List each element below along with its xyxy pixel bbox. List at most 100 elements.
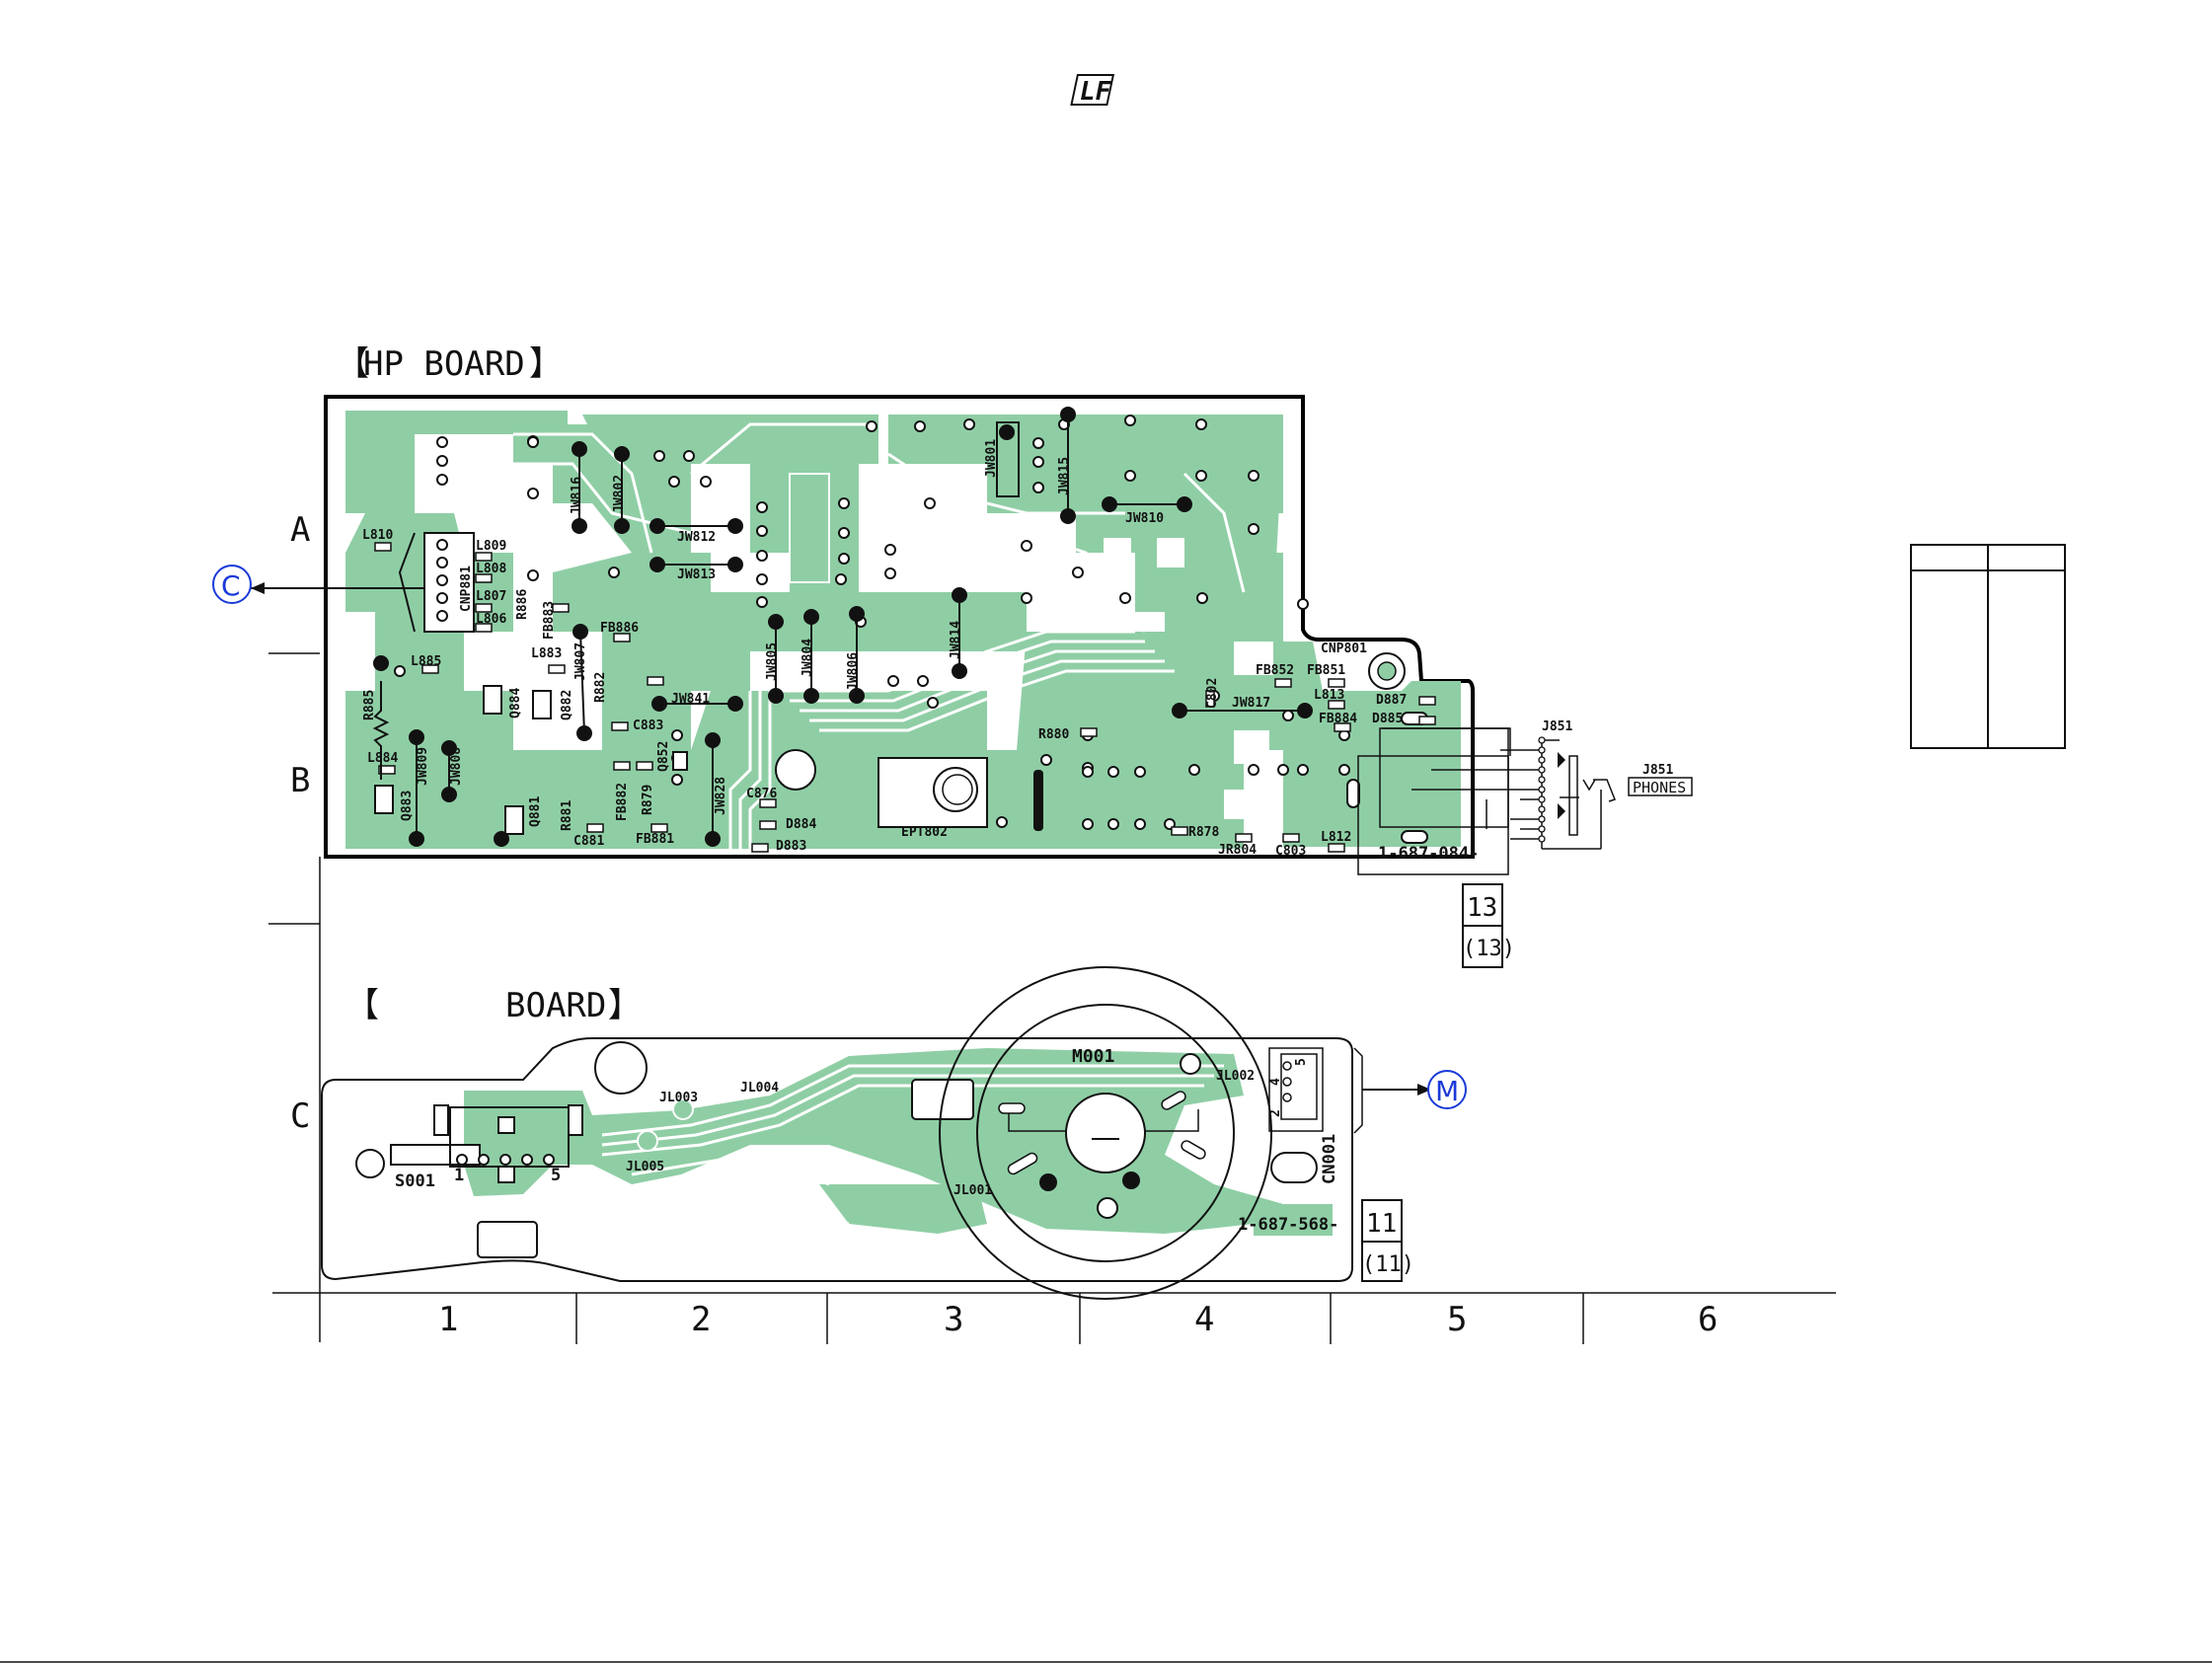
- svg-text:L806: L806: [476, 612, 506, 627]
- svg-text:5: 5: [1447, 1300, 1467, 1339]
- svg-text:C883: C883: [633, 718, 663, 733]
- hp-part-number: 1-687-084-: [1378, 844, 1479, 864]
- svg-text:JL004: JL004: [740, 1081, 779, 1096]
- svg-text:D884: D884: [786, 817, 816, 832]
- svg-text:JW801: JW801: [984, 439, 999, 478]
- motor-board-parts: [355, 966, 1431, 1300]
- svg-text:L810: L810: [362, 528, 393, 543]
- motor-board-traces: [601, 1064, 1224, 1226]
- svg-text:JW806: JW806: [846, 652, 861, 691]
- svg-text:Q852: Q852: [656, 741, 671, 772]
- svg-text:Q884: Q884: [508, 688, 523, 718]
- svg-text:JW804: JW804: [801, 639, 815, 677]
- svg-text:R886: R886: [515, 589, 530, 620]
- svg-text:2: 2: [691, 1300, 711, 1339]
- connector-m: M: [1427, 1070, 1467, 1109]
- svg-text:L808: L808: [476, 562, 506, 576]
- svg-text:JW816: JW816: [570, 477, 584, 515]
- svg-text:JW812: JW812: [677, 530, 716, 545]
- svg-text:FB886: FB886: [600, 621, 639, 636]
- svg-text:】: 】: [608, 986, 642, 1025]
- svg-text:L883: L883: [531, 646, 562, 661]
- svg-text:C: C: [290, 1096, 310, 1136]
- svg-text:【: 【: [336, 344, 369, 384]
- jack-ref: J851: [1642, 763, 1673, 778]
- logo-text: LF: [1080, 77, 1112, 107]
- svg-text:FB883: FB883: [542, 601, 557, 640]
- hp-board-title: 【 HP BOARD 】: [336, 344, 563, 384]
- svg-text:JL003: JL003: [659, 1091, 698, 1105]
- svg-text:L809: L809: [476, 539, 506, 554]
- connector-c-label: C: [221, 569, 241, 602]
- connector-c: C: [212, 565, 424, 604]
- svg-text:JL001: JL001: [953, 1183, 992, 1198]
- motor-board-title-text: BOARD: [505, 986, 606, 1025]
- svg-text:(13): (13): [1463, 937, 1515, 961]
- svg-text:JW807: JW807: [573, 643, 588, 681]
- svg-text:JW817: JW817: [1232, 696, 1270, 711]
- svg-text:JW814: JW814: [949, 621, 963, 659]
- svg-text:L807: L807: [476, 589, 506, 604]
- svg-text:Q882: Q882: [560, 690, 574, 720]
- svg-text:M001: M001: [1072, 1046, 1114, 1067]
- svg-text:R878: R878: [1188, 825, 1219, 840]
- svg-text:FB881: FB881: [636, 832, 674, 847]
- svg-text:【: 【: [345, 986, 379, 1025]
- svg-text:11: 11: [1366, 1209, 1397, 1239]
- motor-board-title: 【 BOARD 】: [345, 986, 642, 1025]
- svg-text:L885: L885: [411, 654, 441, 669]
- hp-board-title-text: HP BOARD: [363, 344, 525, 384]
- side-table: [1910, 544, 2066, 749]
- svg-text:A: A: [290, 510, 310, 550]
- svg-text:JL005: JL005: [626, 1160, 664, 1174]
- svg-text:FB851: FB851: [1307, 663, 1345, 678]
- svg-text:JW808: JW808: [449, 747, 464, 786]
- svg-text:1: 1: [454, 1166, 464, 1185]
- svg-text:C881: C881: [573, 834, 604, 849]
- svg-text:D887: D887: [1376, 693, 1407, 708]
- svg-text:JL002: JL002: [1216, 1069, 1255, 1084]
- jack-label: PHONES: [1633, 779, 1686, 796]
- svg-text:1: 1: [438, 1300, 458, 1339]
- logo: LF: [1070, 74, 1115, 107]
- svg-text:5: 5: [1294, 1058, 1309, 1066]
- svg-text:Q883: Q883: [400, 791, 415, 821]
- svg-text:JW802: JW802: [612, 475, 627, 513]
- svg-text:FB884: FB884: [1319, 712, 1357, 726]
- phones-jack: J851 J851 PHONES: [1357, 719, 1693, 875]
- svg-text:C802: C802: [1205, 678, 1220, 709]
- svg-text:13: 13: [1467, 893, 1497, 923]
- svg-text:(11): (11): [1362, 1252, 1414, 1277]
- svg-text:JW828: JW828: [714, 777, 728, 815]
- svg-text:D885: D885: [1372, 712, 1403, 726]
- svg-text:6: 6: [1698, 1300, 1717, 1339]
- svg-text:L812: L812: [1321, 830, 1351, 845]
- motor-board-copper: [464, 1048, 1333, 1236]
- svg-text:C876: C876: [746, 787, 777, 801]
- grid-row-labels: A B C: [290, 510, 310, 1136]
- motor-board-labels: M001 JL002 JL003 JL004 JL005 JL001 S001 …: [395, 1046, 1339, 1235]
- svg-text:JW841: JW841: [671, 692, 710, 707]
- svg-text:2: 2: [1268, 1109, 1283, 1117]
- svg-text:R882: R882: [593, 672, 608, 703]
- svg-text:JW813: JW813: [677, 567, 716, 582]
- svg-text:B: B: [290, 761, 310, 800]
- cnp801-label: CNP801: [1321, 642, 1367, 656]
- svg-text:CNP881: CNP881: [459, 566, 474, 612]
- grid-col-labels: 1 2 3 4 5 6: [438, 1300, 1717, 1339]
- svg-text:5: 5: [551, 1166, 561, 1185]
- jack-ref-top: J851: [1542, 719, 1572, 734]
- svg-text:R880: R880: [1038, 727, 1069, 742]
- hp-board-labels: L810 L809 L808 L807 L806 CNP881 R886 FB8…: [362, 439, 1479, 864]
- svg-text:C803: C803: [1275, 844, 1306, 859]
- svg-text:4: 4: [1268, 1078, 1283, 1086]
- svg-text:R885: R885: [362, 690, 377, 720]
- connector-m-label: M: [1435, 1075, 1459, 1107]
- svg-text:EPT802: EPT802: [901, 825, 948, 840]
- hp-ref-box: 13 (13): [1462, 883, 1515, 968]
- svg-text:JW815: JW815: [1057, 457, 1072, 495]
- svg-text:S001: S001: [395, 1172, 435, 1191]
- svg-text:D883: D883: [776, 839, 806, 854]
- svg-text:】: 】: [529, 344, 563, 384]
- svg-text:3: 3: [944, 1300, 963, 1339]
